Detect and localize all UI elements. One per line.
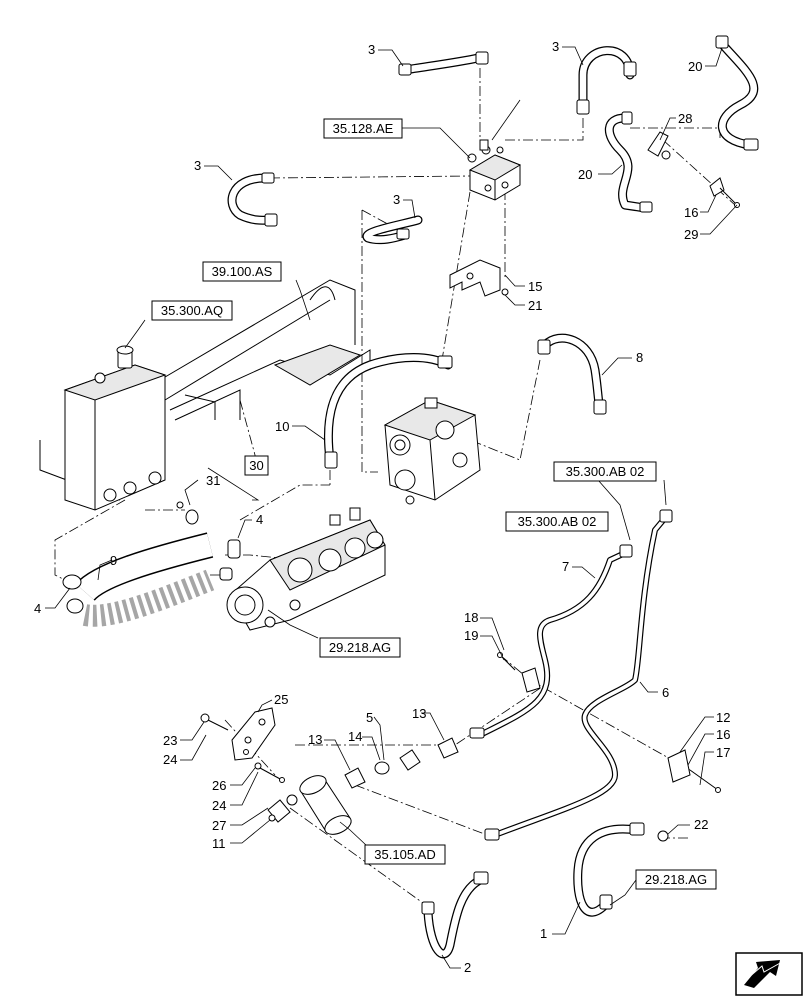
callout-9: 9 (110, 553, 117, 568)
callout-19: 19 (464, 628, 478, 643)
clip-18-19[interactable] (497, 652, 541, 693)
fasteners-26-24-27[interactable] (254, 762, 285, 783)
fitting-14[interactable] (374, 761, 390, 775)
hose-20-right[interactable] (715, 35, 759, 151)
clamp-4-left[interactable] (62, 574, 84, 614)
svg-text:35.300.AB 02: 35.300.AB 02 (518, 514, 597, 529)
callout-5: 5 (366, 710, 373, 725)
callout-24: 24 (212, 798, 226, 813)
callout-8: 8 (636, 350, 643, 365)
callout-23: 23 (163, 733, 177, 748)
hose-3-top-right[interactable] (576, 46, 637, 115)
suction-hose-9[interactable] (75, 532, 215, 627)
callout-25: 25 (274, 692, 288, 707)
hydraulic-tank[interactable] (63, 345, 167, 511)
ref-39-100-as[interactable]: 39.100.AS (202, 261, 282, 282)
callout-22: 22 (694, 817, 708, 832)
callout-1: 1 (540, 926, 547, 941)
valve-block[interactable] (467, 139, 522, 201)
callout-labels: 3 3 20 28 3 20 3 16 29 15 21 8 10 31 4 9… (34, 39, 730, 975)
ref-35-300-ab-02-lower[interactable]: 35.300.AB 02 (505, 511, 609, 532)
steel-line-7[interactable] (469, 544, 633, 739)
svg-text:35.300.AQ: 35.300.AQ (161, 303, 223, 318)
callout-13: 13 (308, 732, 322, 747)
callout-16: 16 (684, 205, 698, 220)
callout-10: 10 (275, 419, 289, 434)
fitting-31[interactable] (176, 501, 199, 525)
svg-text:35.105.AD: 35.105.AD (374, 847, 435, 862)
callout-3: 3 (368, 42, 375, 57)
ref-30[interactable]: 30 (244, 455, 269, 476)
clamp-28[interactable] (647, 131, 671, 160)
bracket-15[interactable] (449, 259, 509, 297)
bolt-23-24[interactable] (200, 713, 229, 731)
svg-text:35.128.AE: 35.128.AE (333, 121, 394, 136)
svg-text:39.100.AS: 39.100.AS (212, 264, 273, 279)
fitting-13-right[interactable] (437, 737, 459, 759)
hose-1[interactable] (573, 822, 645, 917)
hose-3-center[interactable] (362, 215, 423, 245)
svg-text:35.300.AB 02: 35.300.AB 02 (566, 464, 645, 479)
callout-28: 28 (678, 111, 692, 126)
ref-35-300-ab-02-upper[interactable]: 35.300.AB 02 (553, 461, 657, 482)
callout-2: 2 (464, 960, 471, 975)
fitting-11[interactable] (267, 799, 291, 823)
callout-6: 6 (662, 685, 669, 700)
callout-4: 4 (256, 512, 263, 527)
callout-24: 24 (163, 752, 177, 767)
callout-18: 18 (464, 610, 478, 625)
ref-29-218-ag-lower[interactable]: 29.218.AG (635, 869, 717, 890)
ref-35-300-aq[interactable]: 35.300.AQ (151, 300, 233, 321)
callout-26: 26 (212, 778, 226, 793)
svg-text:30: 30 (249, 458, 263, 473)
tandem-pump[interactable] (226, 507, 386, 631)
fitting-5[interactable] (399, 749, 421, 771)
hose-2[interactable] (421, 871, 489, 959)
callout-4: 4 (34, 601, 41, 616)
callout-13: 13 (412, 706, 426, 721)
bolt-16-29-top[interactable] (709, 177, 740, 208)
callout-20: 20 (688, 59, 702, 74)
callout-16: 16 (716, 727, 730, 742)
callout-3: 3 (552, 39, 559, 54)
next-page-arrow-icon[interactable] (735, 952, 803, 996)
callout-3: 3 (393, 192, 400, 207)
callout-20: 20 (578, 167, 592, 182)
hose-3-top-left[interactable] (398, 51, 489, 76)
callout-14: 14 (348, 729, 362, 744)
callout-15: 15 (528, 279, 542, 294)
bracket-12-16-17[interactable] (667, 749, 721, 793)
hose-10[interactable] (323, 353, 453, 469)
steel-line-6[interactable] (484, 509, 673, 841)
callout-3: 3 (194, 158, 201, 173)
callout-7: 7 (562, 559, 569, 574)
fitting-22[interactable] (657, 830, 669, 842)
ref-35-128-ae[interactable]: 35.128.AE (323, 118, 471, 159)
main-pump-upper[interactable] (383, 397, 481, 505)
callout-21: 21 (528, 298, 542, 313)
oil-filter[interactable] (286, 772, 354, 838)
hose-8[interactable] (537, 333, 607, 415)
svg-text:29.218.AG: 29.218.AG (329, 640, 391, 655)
callout-17: 17 (716, 745, 730, 760)
ref-35-105-ad[interactable]: 35.105.AD (364, 844, 446, 865)
callout-11: 11 (212, 836, 226, 851)
hose-3-left[interactable] (227, 172, 278, 227)
callout-31: 31 (206, 473, 220, 488)
machine-frame (39, 279, 371, 501)
ref-29-218-ag-upper[interactable]: 29.218.AG (319, 637, 401, 658)
leader-lines (45, 46, 738, 969)
clamp-4-right[interactable] (219, 539, 241, 581)
svg-text:29.218.AG: 29.218.AG (645, 872, 707, 887)
callout-12: 12 (716, 710, 730, 725)
callout-29: 29 (684, 227, 698, 242)
filter-bracket-25[interactable] (231, 707, 276, 761)
fitting-13-left[interactable] (344, 767, 366, 789)
callout-27: 27 (212, 818, 226, 833)
hose-20-middle[interactable] (604, 111, 653, 213)
